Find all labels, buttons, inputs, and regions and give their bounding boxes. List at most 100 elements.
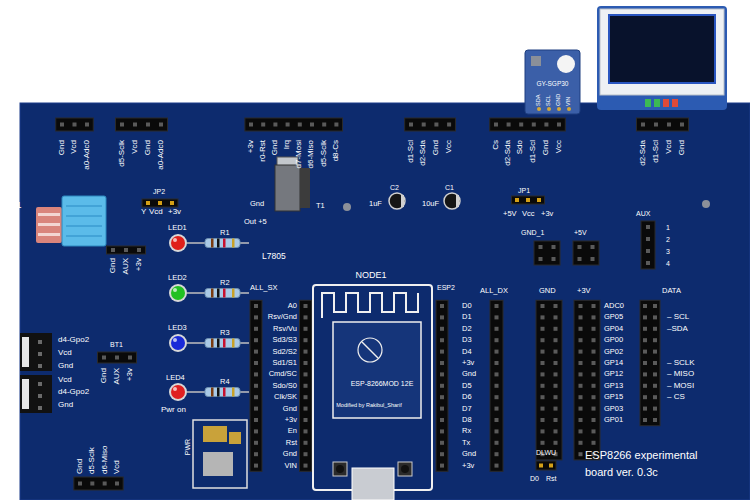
pin-label: D3 <box>462 336 472 344</box>
esp-module-box: NODE1ESP-8266MOD 12EModified by Rakibul_… <box>313 285 432 490</box>
header-pin <box>654 123 658 127</box>
header-pin <box>434 123 438 127</box>
resistor-band <box>211 289 214 298</box>
pin-label: 1uF <box>369 200 382 208</box>
pin-label: +3v <box>168 208 181 216</box>
header-pin <box>592 418 596 422</box>
pin-label: Rst <box>286 439 297 447</box>
pin-label: r0-Rst <box>259 140 267 162</box>
resistor-symbol <box>205 339 240 348</box>
header-pin <box>440 441 444 445</box>
header-pin <box>579 418 583 422</box>
pin-label: GP15 <box>604 393 623 401</box>
oled-pcb <box>597 6 727 110</box>
header-pin <box>85 123 89 127</box>
pin-label: +3v <box>541 210 553 218</box>
header-pin <box>440 407 444 411</box>
header-pin <box>495 429 499 433</box>
pin-label: Vcd <box>58 349 72 357</box>
header-pin <box>254 350 258 354</box>
header-pin <box>579 304 583 308</box>
capacitor <box>444 193 460 209</box>
header-pin <box>146 201 150 205</box>
pin-label: BT1 <box>110 341 123 348</box>
header-pin <box>495 384 499 388</box>
pin-label: Gnd <box>432 140 440 155</box>
led-base <box>169 284 187 302</box>
header-pin <box>304 361 308 365</box>
header-pin <box>273 123 277 127</box>
pin-header <box>536 461 556 470</box>
connector-pin <box>38 382 42 386</box>
led-highlight <box>173 238 177 242</box>
pin-label: T1 <box>316 202 325 210</box>
header-pin <box>440 429 444 433</box>
usb-port <box>352 468 394 500</box>
header-pin <box>579 441 583 445</box>
resistor-band <box>211 388 214 397</box>
pin-label: Vcd <box>131 140 139 154</box>
header-pin <box>579 327 583 331</box>
header-pin <box>254 315 258 319</box>
pin-label: d6-Miso <box>101 446 109 474</box>
header-pin <box>495 361 499 365</box>
header-pin <box>519 123 523 127</box>
pin-label: +3v <box>462 359 474 367</box>
pin-label: GP05 <box>604 314 623 322</box>
mounting-hole <box>702 200 710 208</box>
header-pin <box>494 123 498 127</box>
header-pin <box>592 327 596 331</box>
header-pin <box>554 350 558 354</box>
header-pin <box>643 361 647 365</box>
capacitor <box>389 193 405 209</box>
pin-label: Tx <box>462 439 470 447</box>
pin-header <box>536 300 562 460</box>
header-pin <box>653 327 657 331</box>
header-pin <box>254 338 258 342</box>
pin-label: Gnd <box>100 368 108 383</box>
pin-header <box>98 352 137 363</box>
pin-label: Vcd <box>58 376 72 384</box>
header-pin <box>646 249 650 253</box>
header-pin <box>643 418 647 422</box>
header-pin <box>579 452 583 456</box>
header-pin <box>254 327 258 331</box>
header-pin <box>286 123 290 127</box>
sensor-grille <box>66 225 102 227</box>
header-pin <box>539 464 543 468</box>
pin-label: d2-Sda <box>504 140 512 166</box>
header-pin <box>579 407 583 411</box>
pin-label: d1-Scl <box>529 140 537 163</box>
pin-label: d4-Gpo2 <box>58 388 89 396</box>
pin-label: AUX <box>636 210 650 217</box>
pin-label: GND <box>539 287 556 295</box>
resistor-band <box>211 239 214 248</box>
pin-header <box>512 196 545 204</box>
pin-label: GP03 <box>604 405 623 413</box>
pin-label: JP1 <box>518 187 530 194</box>
pin-label: – SCLK <box>667 359 695 367</box>
pin-label: Gnd <box>283 450 297 458</box>
header-pin <box>254 452 258 456</box>
pin-label: GP12 <box>604 371 623 379</box>
push-button-cap <box>401 465 409 473</box>
pin-label: D0 <box>462 302 472 310</box>
header-pin <box>643 315 647 319</box>
pin-label: Vcd <box>113 460 121 474</box>
header-pin <box>440 327 444 331</box>
header-pin <box>653 407 657 411</box>
pin-label: Rsv/Vu <box>273 325 297 333</box>
header-pin <box>304 384 308 388</box>
header-pin <box>447 123 451 127</box>
header-pin <box>653 350 657 354</box>
oled-screen <box>609 15 715 83</box>
resistor-band <box>211 339 214 348</box>
header-pin <box>579 361 583 365</box>
switch-body <box>203 452 233 476</box>
header-pin <box>249 123 253 127</box>
header-pin <box>440 384 444 388</box>
header-pin <box>643 395 647 399</box>
header-pin <box>159 123 163 127</box>
header-pin <box>541 304 545 308</box>
connector-pin <box>38 233 60 236</box>
